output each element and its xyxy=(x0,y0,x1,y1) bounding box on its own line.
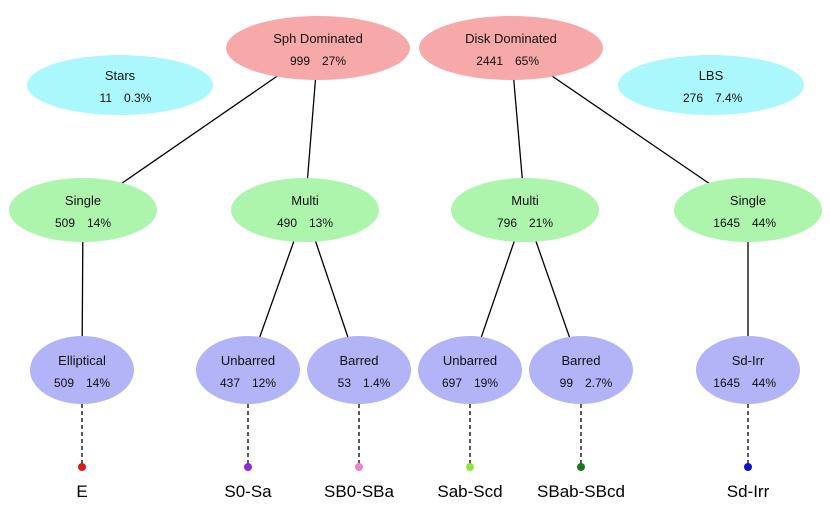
node-percent: 13% xyxy=(309,216,333,230)
node-count: 509 xyxy=(54,376,74,390)
node-ellipse xyxy=(418,336,522,404)
node-count: 276 xyxy=(683,91,703,105)
node-label: Unbarred xyxy=(443,353,497,368)
node-ellipse xyxy=(618,55,804,115)
leaf-dot-sph_barred xyxy=(355,463,363,471)
nodes-layer: Sph Dominated 999 27% Disk Dominated 2441 65%… xyxy=(9,16,822,404)
node-count: 1645 xyxy=(713,216,740,230)
leaf-label: Sab-Scd xyxy=(437,482,502,501)
node-label: Multi xyxy=(291,193,319,208)
node-percent: 1.4% xyxy=(363,376,391,390)
node-percent: 21% xyxy=(529,216,553,230)
node-label: Unbarred xyxy=(221,353,275,368)
node-ellipse xyxy=(529,336,633,404)
node-disk_multi: Multi 796 21% xyxy=(451,178,599,242)
leaves-layer: E S0-Sa SB0-SBa Sab-Scd SBab-SBcd Sd-Irr xyxy=(76,404,770,501)
node-disk_single: Single 1645 44% xyxy=(674,178,822,242)
node-label: Multi xyxy=(511,193,539,208)
node-count: 53 xyxy=(338,376,352,390)
node-ellipse xyxy=(231,178,379,242)
node-percent: 44% xyxy=(752,216,776,230)
node-label: Sd-Irr xyxy=(732,353,765,368)
node-sph_unbarred: Unbarred 437 12% xyxy=(196,336,300,404)
node-lbs: LBS 276 7.4% xyxy=(618,55,804,115)
node-sdirr: Sd-Irr 1645 44% xyxy=(696,336,800,404)
node-percent: 12% xyxy=(252,376,276,390)
node-stars: Stars 11 0.3% xyxy=(27,55,213,115)
node-ellipse xyxy=(27,55,213,115)
node-sph_multi: Multi 490 13% xyxy=(231,178,379,242)
node-ellipse xyxy=(674,178,822,242)
node-disk: Disk Dominated 2441 65% xyxy=(419,16,603,80)
node-percent: 0.3% xyxy=(124,91,152,105)
node-label: Elliptical xyxy=(58,353,106,368)
leaf-dot-disk_unbarred xyxy=(466,463,474,471)
node-label: LBS xyxy=(699,68,724,83)
leaf-label: E xyxy=(76,482,87,501)
node-count: 490 xyxy=(277,216,297,230)
node-percent: 44% xyxy=(752,376,776,390)
node-label: Single xyxy=(730,193,766,208)
node-label: Single xyxy=(65,193,101,208)
node-ellipse xyxy=(226,16,410,80)
node-percent: 14% xyxy=(86,376,110,390)
leaf-dot-sdirr xyxy=(744,463,752,471)
node-percent: 65% xyxy=(515,54,539,68)
node-percent: 19% xyxy=(474,376,498,390)
leaf-dot-disk_barred xyxy=(577,463,585,471)
node-percent: 2.7% xyxy=(585,376,613,390)
node-count: 796 xyxy=(497,216,517,230)
node-count: 99 xyxy=(560,376,574,390)
node-count: 509 xyxy=(55,216,75,230)
leaf-label: SBab-SBcd xyxy=(537,482,625,501)
node-ellipse xyxy=(30,336,134,404)
node-ellipse xyxy=(696,336,800,404)
node-count: 999 xyxy=(290,54,310,68)
leaf-label: S0-Sa xyxy=(224,482,272,501)
node-percent: 27% xyxy=(322,54,346,68)
node-percent: 7.4% xyxy=(715,91,743,105)
node-sph_single: Single 509 14% xyxy=(9,178,157,242)
node-count: 2441 xyxy=(476,54,503,68)
leaf-label: Sd-Irr xyxy=(727,482,770,501)
node-sph_barred: Barred 53 1.4% xyxy=(307,336,411,404)
node-label: Barred xyxy=(339,353,378,368)
node-label: Barred xyxy=(561,353,600,368)
node-count: 697 xyxy=(442,376,462,390)
node-percent: 14% xyxy=(87,216,111,230)
node-ellipse xyxy=(419,16,603,80)
node-disk_barred: Barred 99 2.7% xyxy=(529,336,633,404)
leaf-label: SB0-SBa xyxy=(324,482,394,501)
leaf-dot-sph_unbarred xyxy=(244,463,252,471)
node-count: 11 xyxy=(100,91,113,105)
node-label: Disk Dominated xyxy=(465,31,557,46)
leaf-dot-elliptical xyxy=(78,463,86,471)
node-sph: Sph Dominated 999 27% xyxy=(226,16,410,80)
node-label: Stars xyxy=(105,68,136,83)
node-elliptical: Elliptical 509 14% xyxy=(30,336,134,404)
node-ellipse xyxy=(9,178,157,242)
node-count: 437 xyxy=(220,376,240,390)
node-ellipse xyxy=(196,336,300,404)
node-disk_unbarred: Unbarred 697 19% xyxy=(418,336,522,404)
node-ellipse xyxy=(307,336,411,404)
node-label: Sph Dominated xyxy=(273,31,363,46)
node-ellipse xyxy=(451,178,599,242)
node-count: 1645 xyxy=(713,376,740,390)
